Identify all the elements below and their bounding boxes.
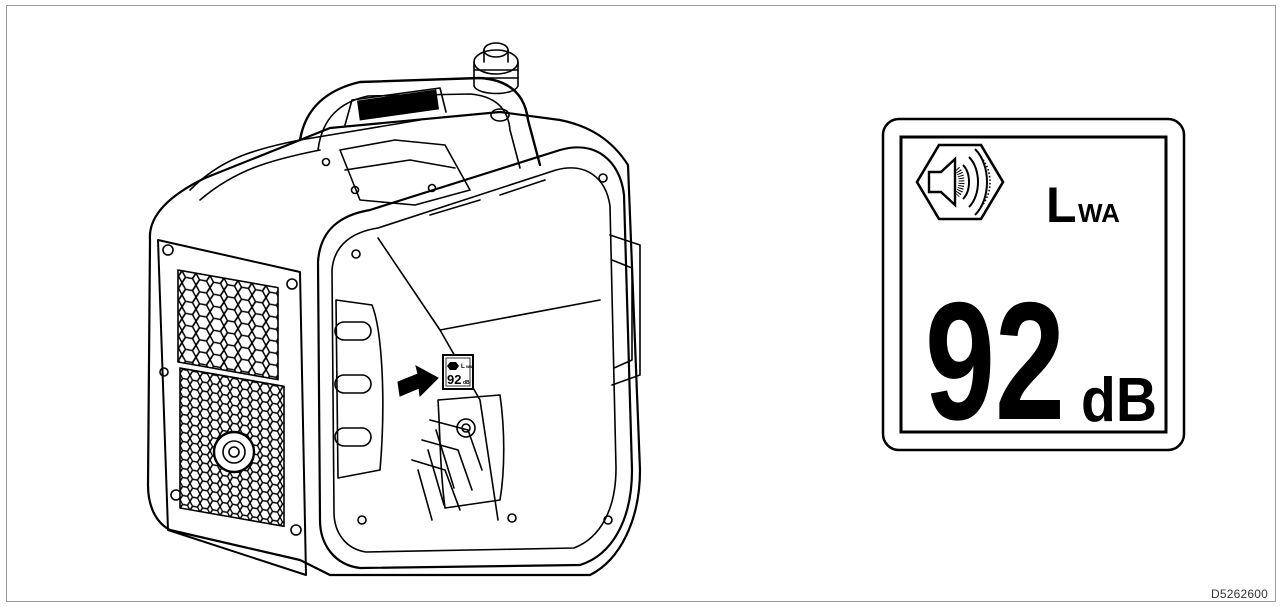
metric-subscript: WA <box>1078 198 1120 228</box>
carry-handle <box>298 76 542 167</box>
loudspeaker-sound-icon <box>915 143 1005 221</box>
sound-power-unit: dB <box>1081 366 1157 435</box>
drawing-id: D5262600 <box>1211 587 1268 601</box>
arrow-right-icon <box>397 365 439 398</box>
figure-frame <box>6 5 1276 602</box>
front-face <box>316 146 634 570</box>
sticker-metric-subscript: WA <box>466 364 473 369</box>
exhaust-port <box>212 430 256 474</box>
upper-vent-grille <box>177 269 279 381</box>
sound-power-label: L WA 92 dB <box>881 117 1186 452</box>
metric-letter: L <box>1046 177 1077 233</box>
noise-sticker: L WA 92 dB <box>442 354 474 390</box>
slot-middle <box>334 374 372 394</box>
sticker-value: 92 <box>447 372 461 387</box>
sticker-metric: L <box>461 364 465 370</box>
sticker-unit: dB <box>463 380 470 386</box>
side-panel <box>157 239 307 576</box>
maintenance-cover <box>437 394 505 509</box>
sound-power-value: 92 <box>925 267 1065 452</box>
slot-upper <box>334 321 372 341</box>
generator-side-body <box>146 110 642 577</box>
slot-lower <box>334 427 372 447</box>
